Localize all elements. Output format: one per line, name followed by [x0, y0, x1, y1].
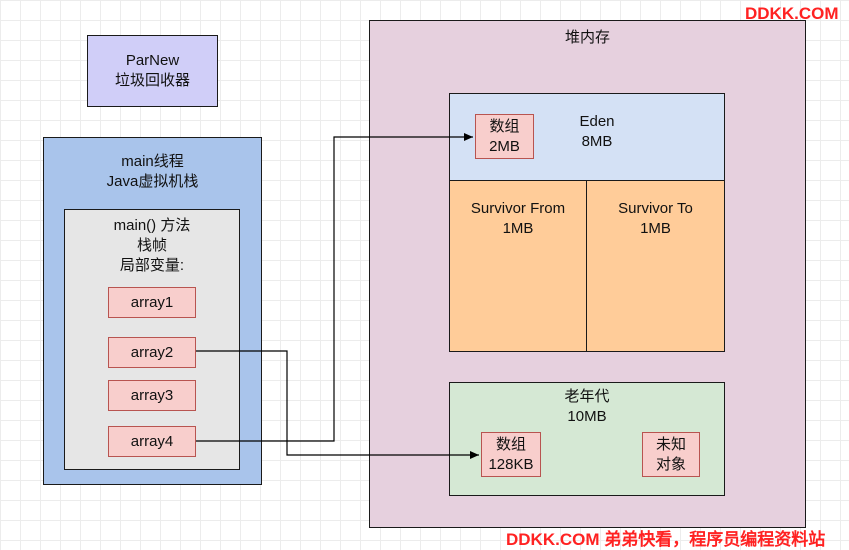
heap-title: 堆内存 — [564, 29, 610, 46]
collector-box: ParNew 垃圾回收器 — [87, 35, 218, 107]
local-variable-array2: array2 — [108, 337, 196, 368]
survivor-to-space: Survivor To 1MB — [586, 180, 725, 352]
collector-label: 垃圾回收器 — [114, 72, 190, 89]
local-variable-array3: array3 — [108, 380, 196, 411]
local-variable-array4: array4 — [108, 426, 196, 457]
eden-title: Eden 8MB — [579, 113, 615, 150]
unknown-object: 未知 对象 — [642, 432, 700, 477]
collector-name: ParNew — [125, 52, 180, 69]
survivor-from-space: Survivor From 1MB — [449, 180, 587, 352]
main-thread-title: main线程 Java虚拟机栈 — [106, 153, 199, 190]
stack-frame-title: main() 方法 栈帧 局部变量: — [113, 217, 191, 274]
old-gen-array-object: 数组 128KB — [481, 432, 541, 477]
watermark-top: DDKK.COM — [745, 4, 839, 23]
watermark-bottom: DDKK.COM 弟弟快看，程序员编程资料站 — [506, 530, 826, 549]
local-variable-array1: array1 — [108, 287, 196, 318]
old-generation-title: 老年代 10MB — [564, 388, 610, 425]
eden-array-object: 数组 2MB — [475, 114, 534, 159]
